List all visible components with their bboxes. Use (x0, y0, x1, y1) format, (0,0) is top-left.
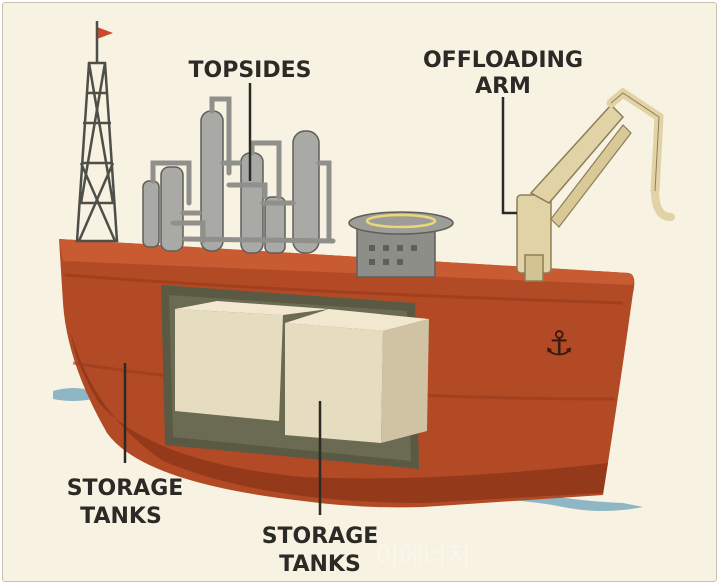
topsides-equipment (142, 96, 336, 254)
label-topsides: TOPSIDES (189, 58, 312, 83)
flare-tower (75, 21, 119, 243)
deckhouse (348, 211, 454, 278)
label-storage-tanks-left-line2: TANKS (80, 504, 162, 529)
label-storage-tanks-bottom-line2: TANKS (279, 552, 361, 577)
label-offloading-arm-line1: OFFLOADING (423, 48, 583, 73)
watermark-text: 이에너지 (375, 542, 471, 572)
label-storage-tanks-bottom-line1: STORAGE (262, 524, 379, 549)
label-offloading-arm-line2: ARM (475, 74, 531, 99)
fpso-diagram: ⚓ TOPSIDES OFFLOADING ARM STORAGE TANKS … (53, 21, 675, 577)
storage-tank-box-left (175, 301, 329, 421)
leader-lines (123, 83, 517, 515)
storage-tank-box-right (285, 309, 429, 443)
label-storage-tanks-left-line1: STORAGE (67, 476, 184, 501)
anchor-icon: ⚓ (544, 324, 574, 364)
storage-tank-cutaway (161, 285, 429, 469)
offloading-arm (516, 87, 675, 282)
